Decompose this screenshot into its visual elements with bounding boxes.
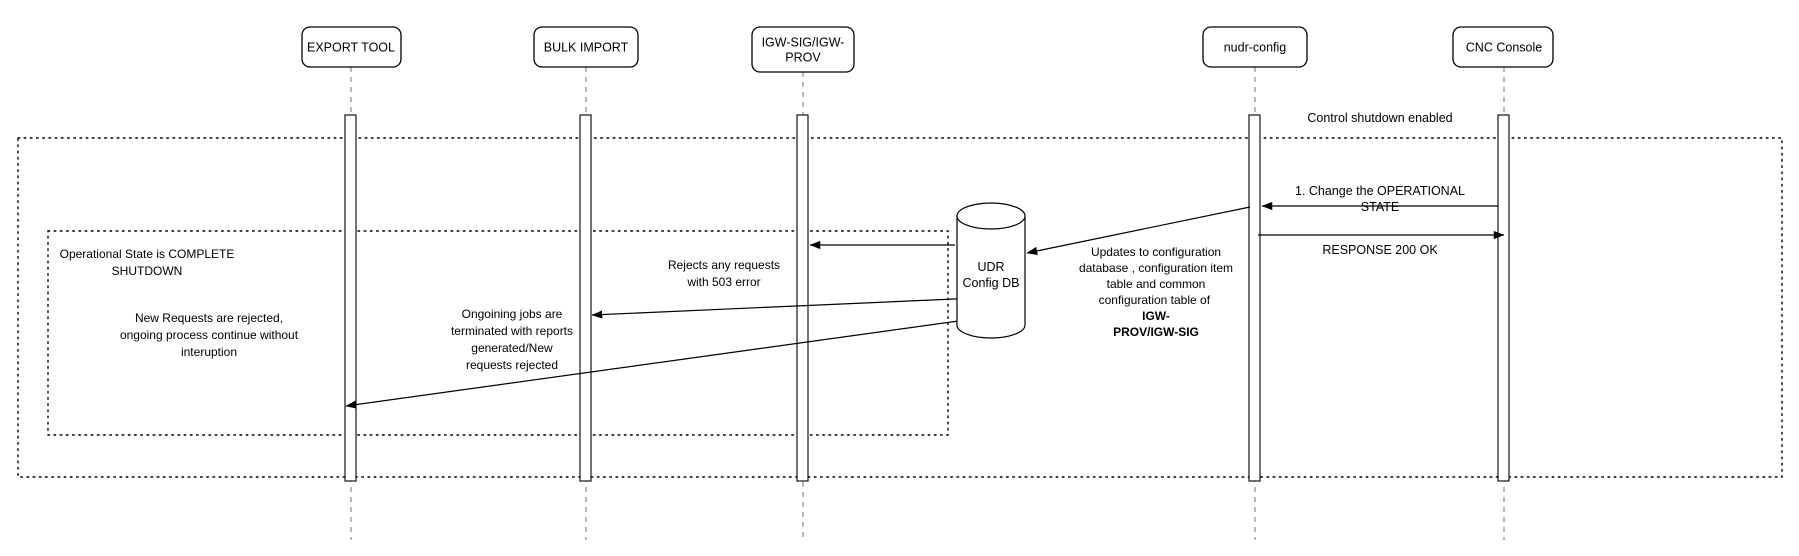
text-line: with 503 error <box>686 275 760 289</box>
note-operational-state-note: Operational State is COMPLETE SHUTDOWN <box>60 247 235 278</box>
activation-bar <box>796 114 809 482</box>
activation-bar <box>1497 114 1510 482</box>
participant-box-bulk-import[interactable] <box>533 26 639 68</box>
message-arrow-msg-nudr-to-db <box>1026 206 1251 255</box>
text-line: Updates to configuration <box>1091 245 1221 259</box>
note-rejects-503-note: Rejects any requests with 503 error <box>668 258 780 289</box>
participant-boxes-layer: EXPORT TOOL BULK IMPORT IGW-SIG/IGW-PROV nu… <box>301 26 1554 73</box>
messages-layer: 1. Change the OPERATIONAL STATE RESPONSE 2… <box>345 184 1505 409</box>
database-label: UDR Config DB <box>963 260 1020 290</box>
text-line: terminated with reports <box>451 324 573 338</box>
frame-outer-frame <box>17 137 1783 478</box>
message-arrow-msg-db-to-bulk-import <box>591 295 1024 319</box>
participant-label-nudr-config: nudr-config <box>1224 41 1287 55</box>
text-line: configuration table of <box>1099 293 1214 307</box>
database-layer: UDR Config DB <box>956 202 1026 339</box>
text-line: EXPORT TOOL <box>307 41 395 55</box>
text-line: Operational State is COMPLETE <box>60 247 235 261</box>
text-line: Ongoining jobs are <box>462 307 563 321</box>
participant-label-bulk-import: BULK IMPORT <box>544 41 629 55</box>
text-line: database , configuration item <box>1079 261 1233 275</box>
participant-label-igw-sig-igw-prov: IGW-SIG/IGW-PROV <box>762 36 845 65</box>
text-line: SHUTDOWN <box>112 264 183 278</box>
text-line: STATE <box>1361 200 1399 214</box>
text-line: CNC Console <box>1466 41 1542 55</box>
participant-box-export-tool[interactable] <box>301 26 402 68</box>
note-new-requests-note: New Requests are rejected, ongoing proces… <box>120 311 299 359</box>
text-line: New Requests are rejected, <box>135 311 283 325</box>
text-line: ongoing process continue without <box>120 328 299 342</box>
note-ongoing-jobs-note: Ongoining jobs are terminated with report… <box>451 307 573 372</box>
activation-bar <box>579 114 592 482</box>
text-line: BULK IMPORT <box>544 41 629 55</box>
text-line: 1. Change the OPERATIONAL <box>1295 184 1465 198</box>
text-line: table and common <box>1107 277 1206 291</box>
message-label-msg-response-200-ok: RESPONSE 200 OK <box>1322 243 1438 257</box>
database-body <box>956 215 1026 339</box>
text-line: nudr-config <box>1224 41 1287 55</box>
participant-label-cnc-console: CNC Console <box>1466 41 1542 55</box>
text-line: IGW-SIG/IGW- <box>762 36 845 50</box>
participant-box-igw-sig-igw-prov[interactable] <box>751 26 855 73</box>
notes-layer: Operational State is COMPLETE SHUTDOWN New… <box>60 245 1233 372</box>
frame-label-outer-frame: Control shutdown enabled <box>1307 111 1452 125</box>
text-line: UDR <box>977 260 1004 274</box>
text-line: requests rejected <box>466 358 558 372</box>
text-line: Config DB <box>963 276 1020 290</box>
activation-bar <box>1248 114 1261 482</box>
text-line-bold: IGW- <box>1142 309 1170 323</box>
text-line: PROV <box>785 51 821 65</box>
database-top-ellipse <box>956 202 1026 230</box>
text-line-bold: PROV/IGW-SIG <box>1113 325 1199 339</box>
text-line: generated/New <box>471 341 553 355</box>
note-updates-config-note: Updates to configuration database , confi… <box>1079 245 1233 339</box>
participant-label-export-tool: EXPORT TOOL <box>307 41 395 55</box>
text-line: interuption <box>181 345 237 359</box>
message-arrow-msg-db-to-export-tool <box>345 311 1024 409</box>
text-line: RESPONSE 200 OK <box>1322 243 1438 257</box>
lifelines-layer <box>344 67 1510 540</box>
participant-box-nudr-config[interactable] <box>1202 26 1308 68</box>
message-label-msg-change-operational-state: 1. Change the OPERATIONAL STATE <box>1295 184 1465 214</box>
activation-bar <box>344 114 357 482</box>
participant-box-cnc-console[interactable] <box>1452 26 1554 68</box>
frames-layer: Control shutdown enabled <box>17 111 1783 478</box>
text-line: Rejects any requests <box>668 258 780 272</box>
text-line: Control shutdown enabled <box>1307 111 1452 125</box>
